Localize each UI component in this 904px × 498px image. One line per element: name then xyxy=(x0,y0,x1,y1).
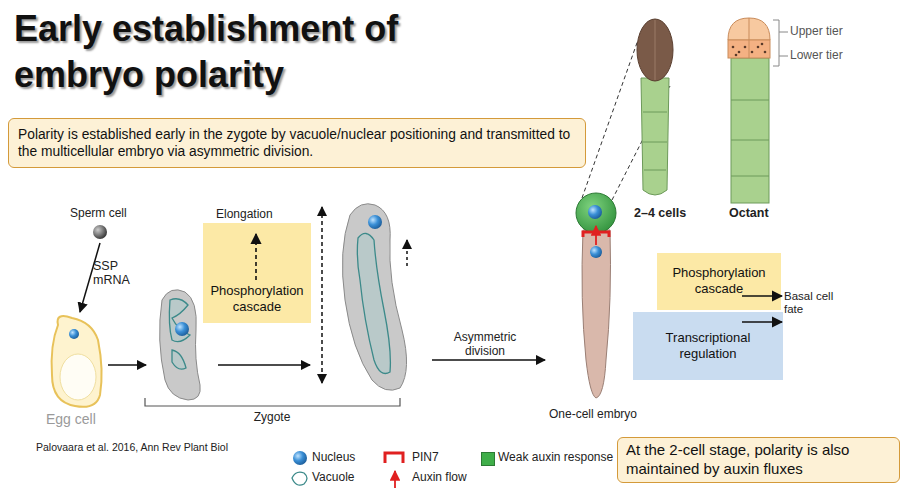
nucleus xyxy=(590,246,602,258)
zygote xyxy=(160,290,201,400)
stage-label: 2–4 cells xyxy=(634,206,704,220)
node-text: Phosphorylation cascade xyxy=(661,265,777,298)
node-text: Polarity is established early in the zyg… xyxy=(18,126,576,160)
cell-wall xyxy=(749,18,750,58)
process-box: Phosphorylation cascade xyxy=(203,223,311,323)
stage-label: One-cell embryo xyxy=(538,408,648,422)
growth-arrow xyxy=(406,240,408,266)
cell-label: Egg cell xyxy=(46,411,126,427)
suspensor xyxy=(731,58,769,203)
process-label: Asymmetric division xyxy=(440,331,530,359)
fate-label: Basal cell fate xyxy=(784,290,846,316)
zygote xyxy=(342,204,406,390)
citation: Palovaara et al. 2016, Ann Rev Plant Bio… xyxy=(36,441,276,453)
stage-label: Zygote xyxy=(232,411,312,425)
legend-vacuole xyxy=(292,472,307,485)
process-arrow xyxy=(432,359,545,361)
process-box: Transcriptional regulation xyxy=(633,312,783,380)
cell-wall xyxy=(731,100,769,176)
stage-label: Octant xyxy=(729,206,789,220)
cell-label: Sperm cell xyxy=(70,207,150,221)
legend-text: Auxin flow xyxy=(412,471,467,485)
tier-label: Lower tier xyxy=(790,49,880,63)
legend-auxin-flow xyxy=(394,471,396,488)
legend-nucleus xyxy=(293,451,307,465)
note-box: At the 2-cell stage, polarity is also ma… xyxy=(617,437,900,483)
zoom-line xyxy=(582,40,638,198)
auxin-flow-arrow xyxy=(595,226,597,245)
auxin-dots xyxy=(732,43,767,57)
suspensor xyxy=(641,78,669,195)
zygote-bracket xyxy=(145,398,400,406)
node-text: Transcriptional regulation xyxy=(645,330,771,363)
nucleus xyxy=(368,215,382,229)
cell-wall xyxy=(655,20,656,80)
egg-cell xyxy=(52,316,102,407)
nucleus xyxy=(588,205,602,219)
embryo-proper xyxy=(637,19,673,81)
signal-label: SSP mRNA xyxy=(93,259,133,288)
legend-text: Weak auxin response xyxy=(498,451,613,465)
elongation-arrow xyxy=(321,207,323,383)
nucleus xyxy=(175,322,189,336)
egg-vacuole xyxy=(60,354,96,400)
vacuole xyxy=(357,233,390,373)
legend-text: Nucleus xyxy=(312,451,355,465)
node-text: Phosphorylation cascade xyxy=(207,283,307,316)
legend-swatch xyxy=(481,452,495,466)
legend-pin7 xyxy=(385,453,403,463)
process-box: Phosphorylation cascade xyxy=(657,253,781,310)
sperm-cell xyxy=(93,225,107,239)
legend-text: Vacuole xyxy=(312,471,354,485)
process-label: Elongation xyxy=(216,208,306,222)
vacuole xyxy=(169,299,190,369)
nucleus xyxy=(69,329,79,339)
legend-text: PIN7 xyxy=(412,451,439,465)
basal-cell xyxy=(582,230,611,398)
slide-title: Early establishment of embryo polarity xyxy=(14,6,434,98)
process-arrow xyxy=(218,364,310,366)
tier-label: Upper tier xyxy=(790,25,880,39)
process-arrow xyxy=(108,364,146,366)
cell-wall xyxy=(643,112,667,170)
tier-bracket xyxy=(773,20,788,66)
node-text: At the 2-cell stage, polarity is also ma… xyxy=(626,441,891,479)
summary-box: Polarity is established early in the zyg… xyxy=(8,118,586,168)
